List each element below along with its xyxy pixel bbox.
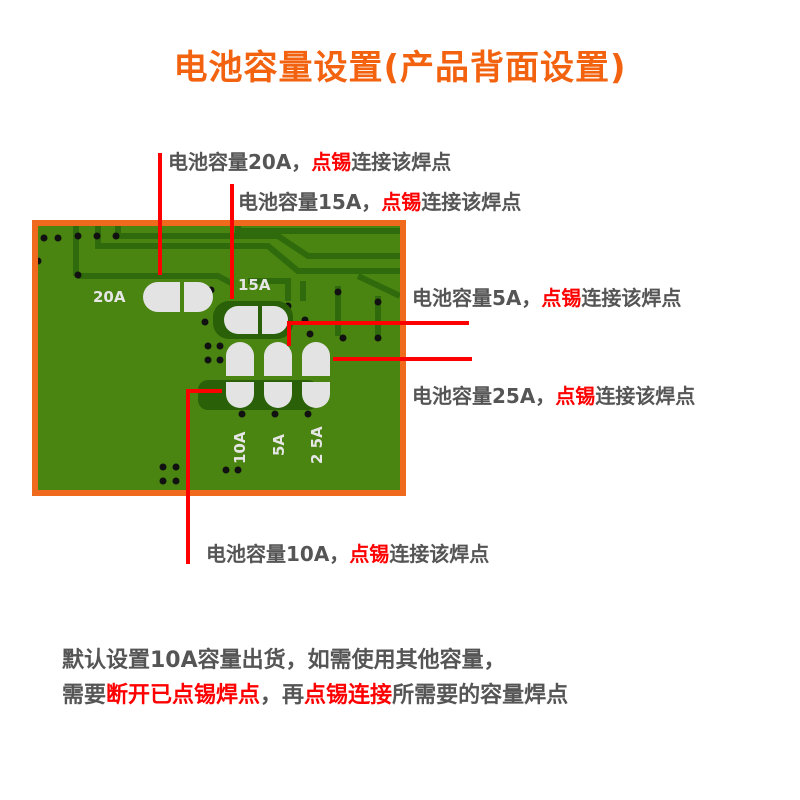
pad-label-15a: 15A	[238, 276, 271, 294]
callout-text: 连接该焊点	[595, 384, 696, 408]
callout-text: 电池容量10A，	[206, 542, 350, 566]
callout-highlight: 点锡	[541, 286, 582, 310]
callout-25a: 电池容量25A，点锡连接该焊点	[412, 380, 695, 409]
page-title: 电池容量设置(产品背面设置)	[173, 48, 627, 88]
callout-highlight: 点锡	[381, 190, 422, 214]
pcb-traces-and-pads	[38, 226, 400, 485]
note-line-2: 需要断开已点锡焊点，再点锡连接所需要的容量焊点	[62, 677, 568, 709]
leader-line-10a-v	[186, 389, 190, 564]
leader-line-25a	[333, 357, 472, 361]
leader-line-5a-h	[287, 321, 469, 325]
pad-label-5a: 5A	[270, 433, 288, 456]
callout-highlight: 点锡	[311, 150, 352, 174]
leader-line-10a-h	[186, 389, 222, 393]
callout-text: 连接该焊点	[389, 542, 490, 566]
note-highlight: 断开已点锡焊点	[106, 683, 261, 708]
callout-15a: 电池容量15A，点锡连接该焊点	[238, 186, 521, 215]
callout-text: 电池容量25A，	[412, 384, 556, 408]
leader-line-15a	[230, 184, 234, 299]
callout-highlight: 点锡	[555, 384, 596, 408]
callout-text: 连接该焊点	[581, 286, 682, 310]
callout-text: 电池容量20A，	[168, 150, 312, 174]
note-text: ，再	[260, 683, 305, 708]
callout-text: 连接该焊点	[351, 150, 452, 174]
note-line-1: 默认设置10A容量出货，如需使用其他容量，	[62, 648, 506, 673]
note-text: 所需要的容量焊点	[392, 683, 569, 708]
callout-10a: 电池容量10A，点锡连接该焊点	[206, 538, 489, 567]
callout-5a: 电池容量5A，点锡连接该焊点	[412, 282, 681, 311]
pad-label-25a: 2 5A	[308, 426, 326, 464]
note-highlight: 点锡连接	[304, 683, 393, 708]
callout-text: 电池容量15A，	[238, 190, 382, 214]
callout-text: 电池容量5A，	[412, 286, 542, 310]
callout-text: 连接该焊点	[421, 190, 522, 214]
leader-line-5a-v	[287, 321, 291, 346]
callout-20a: 电池容量20A，点锡连接该焊点	[168, 146, 451, 175]
pad-label-20a: 20A	[93, 288, 126, 306]
note-text: 需要	[62, 683, 107, 708]
callout-highlight: 点锡	[349, 542, 390, 566]
leader-line-20a	[158, 153, 162, 275]
pad-label-10a: 10A	[231, 431, 249, 464]
